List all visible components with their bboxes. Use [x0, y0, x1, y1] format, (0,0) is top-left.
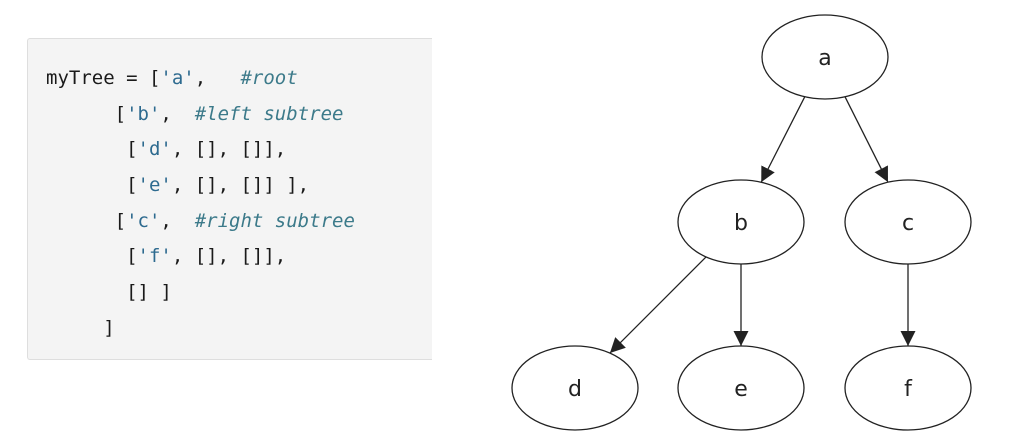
- edge-b-d: [609, 256, 707, 354]
- code-text: [: [46, 138, 138, 161]
- tree-node-c: c: [844, 179, 972, 265]
- node-label: a: [818, 46, 831, 71]
- code-text: , [], []] ],: [171, 174, 310, 197]
- code-line: ['e', [], []] ],: [46, 168, 355, 204]
- tree-node-b: b: [677, 179, 805, 265]
- edge-a-c: [844, 96, 889, 183]
- code-text: [] ]: [46, 281, 172, 304]
- code-line: myTree = ['a', #root: [46, 61, 355, 97]
- edge-a-b: [760, 96, 806, 183]
- node-label: e: [734, 377, 748, 402]
- node-label: d: [568, 377, 582, 402]
- code-string: 'a': [160, 67, 195, 89]
- code-line: [] ]: [46, 275, 355, 311]
- code-line: ['d', [], []],: [46, 132, 355, 168]
- code-text: ]: [46, 316, 115, 339]
- code-comment: #root: [240, 67, 298, 89]
- code-text: [: [46, 102, 127, 125]
- code-string: 'f': [137, 245, 172, 268]
- code-text: ,: [160, 102, 195, 125]
- code-text: , [], []],: [171, 138, 287, 161]
- code-panel: myTree = ['a', #root ['b', #left subtree…: [27, 38, 432, 360]
- node-ellipse: [677, 345, 805, 431]
- code-block: myTree = ['a', #root ['b', #left subtree…: [46, 61, 355, 347]
- node-label: b: [734, 211, 748, 236]
- tree-node-d: d: [511, 345, 639, 431]
- code-text: ,: [194, 67, 241, 89]
- code-string: 'b': [126, 102, 161, 125]
- node-label: c: [902, 211, 914, 236]
- code-string: 'c': [126, 209, 161, 232]
- tree-node-f: f: [844, 345, 972, 431]
- edges-layer: [609, 96, 916, 354]
- node-label: f: [904, 377, 913, 402]
- code-text: ,: [160, 209, 195, 232]
- code-comment: #right subtree: [194, 209, 355, 232]
- code-text: [: [46, 209, 127, 232]
- code-text: myTree = [: [46, 67, 161, 89]
- nodes-layer: a b c d e f: [511, 14, 972, 431]
- code-string: 'e': [137, 174, 172, 197]
- code-line: ['f', [], []],: [46, 239, 355, 275]
- code-text: , [], []],: [171, 245, 287, 268]
- node-ellipse: [844, 345, 972, 431]
- node-ellipse: [511, 345, 639, 431]
- node-ellipse: [677, 179, 805, 265]
- tree-node-a: a: [761, 14, 889, 100]
- code-comment: #left subtree: [194, 102, 344, 125]
- code-line: ['b', #left subtree: [46, 97, 355, 133]
- code-line: ['c', #right subtree: [46, 204, 355, 240]
- code-text: [: [46, 245, 138, 268]
- node-ellipse: [761, 14, 889, 100]
- code-text: [: [46, 174, 138, 197]
- code-string: 'd': [137, 138, 172, 161]
- tree-node-e: e: [677, 345, 805, 431]
- code-line: ]: [46, 311, 355, 347]
- node-ellipse: [844, 179, 972, 265]
